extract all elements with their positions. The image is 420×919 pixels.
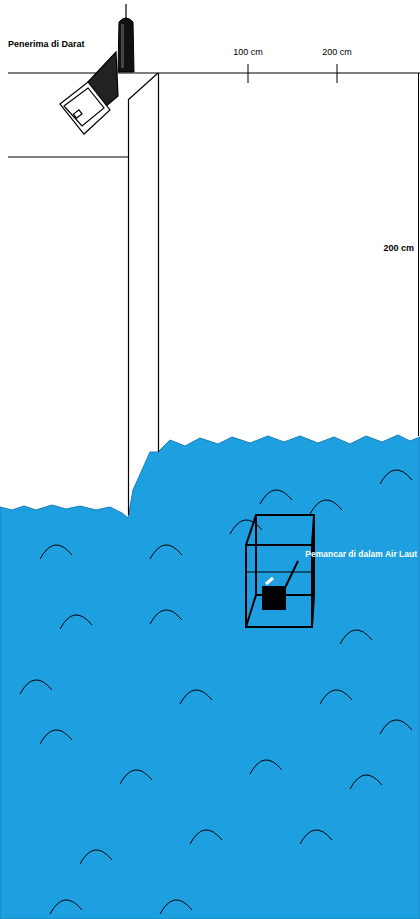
land-cliff bbox=[8, 73, 420, 515]
receiver-laptop bbox=[60, 52, 118, 134]
wave-mark bbox=[150, 610, 182, 624]
wave-mark bbox=[180, 690, 212, 704]
wave-mark bbox=[230, 520, 262, 534]
wave-mark bbox=[40, 545, 72, 559]
wave-marks bbox=[20, 470, 412, 914]
dimension-label: 200 cm bbox=[322, 48, 352, 58]
receiver-label: Penerima di Darat bbox=[8, 40, 85, 50]
dimension-label: 100 cm bbox=[233, 48, 263, 58]
height-dimension-line bbox=[418, 73, 419, 436]
dimension-label: 200 cm bbox=[383, 244, 414, 254]
wave-mark bbox=[310, 500, 342, 514]
transmitter-leader-line bbox=[282, 561, 298, 594]
wave-mark bbox=[160, 900, 192, 914]
wave-mark bbox=[300, 830, 332, 844]
scale-ticks bbox=[248, 64, 337, 83]
wave-mark bbox=[320, 690, 352, 704]
transmitter-label: Pemancar di dalam Air Laut bbox=[305, 550, 417, 559]
wave-mark bbox=[190, 830, 222, 844]
wave-mark bbox=[380, 720, 412, 734]
wave-mark bbox=[20, 680, 52, 694]
wave-mark bbox=[260, 490, 292, 504]
wave-mark bbox=[40, 730, 72, 744]
wave-mark bbox=[60, 615, 92, 629]
wave-mark bbox=[350, 775, 382, 789]
wave-mark bbox=[380, 470, 412, 484]
sea-water bbox=[0, 435, 420, 919]
wave-mark bbox=[250, 760, 282, 774]
wave-mark bbox=[80, 850, 112, 864]
receiver-antenna bbox=[118, 4, 134, 72]
wave-mark bbox=[340, 630, 372, 644]
transmitter-cage bbox=[246, 515, 314, 627]
wave-mark bbox=[150, 545, 182, 559]
wave-mark bbox=[50, 900, 82, 914]
wave-mark bbox=[120, 770, 152, 784]
